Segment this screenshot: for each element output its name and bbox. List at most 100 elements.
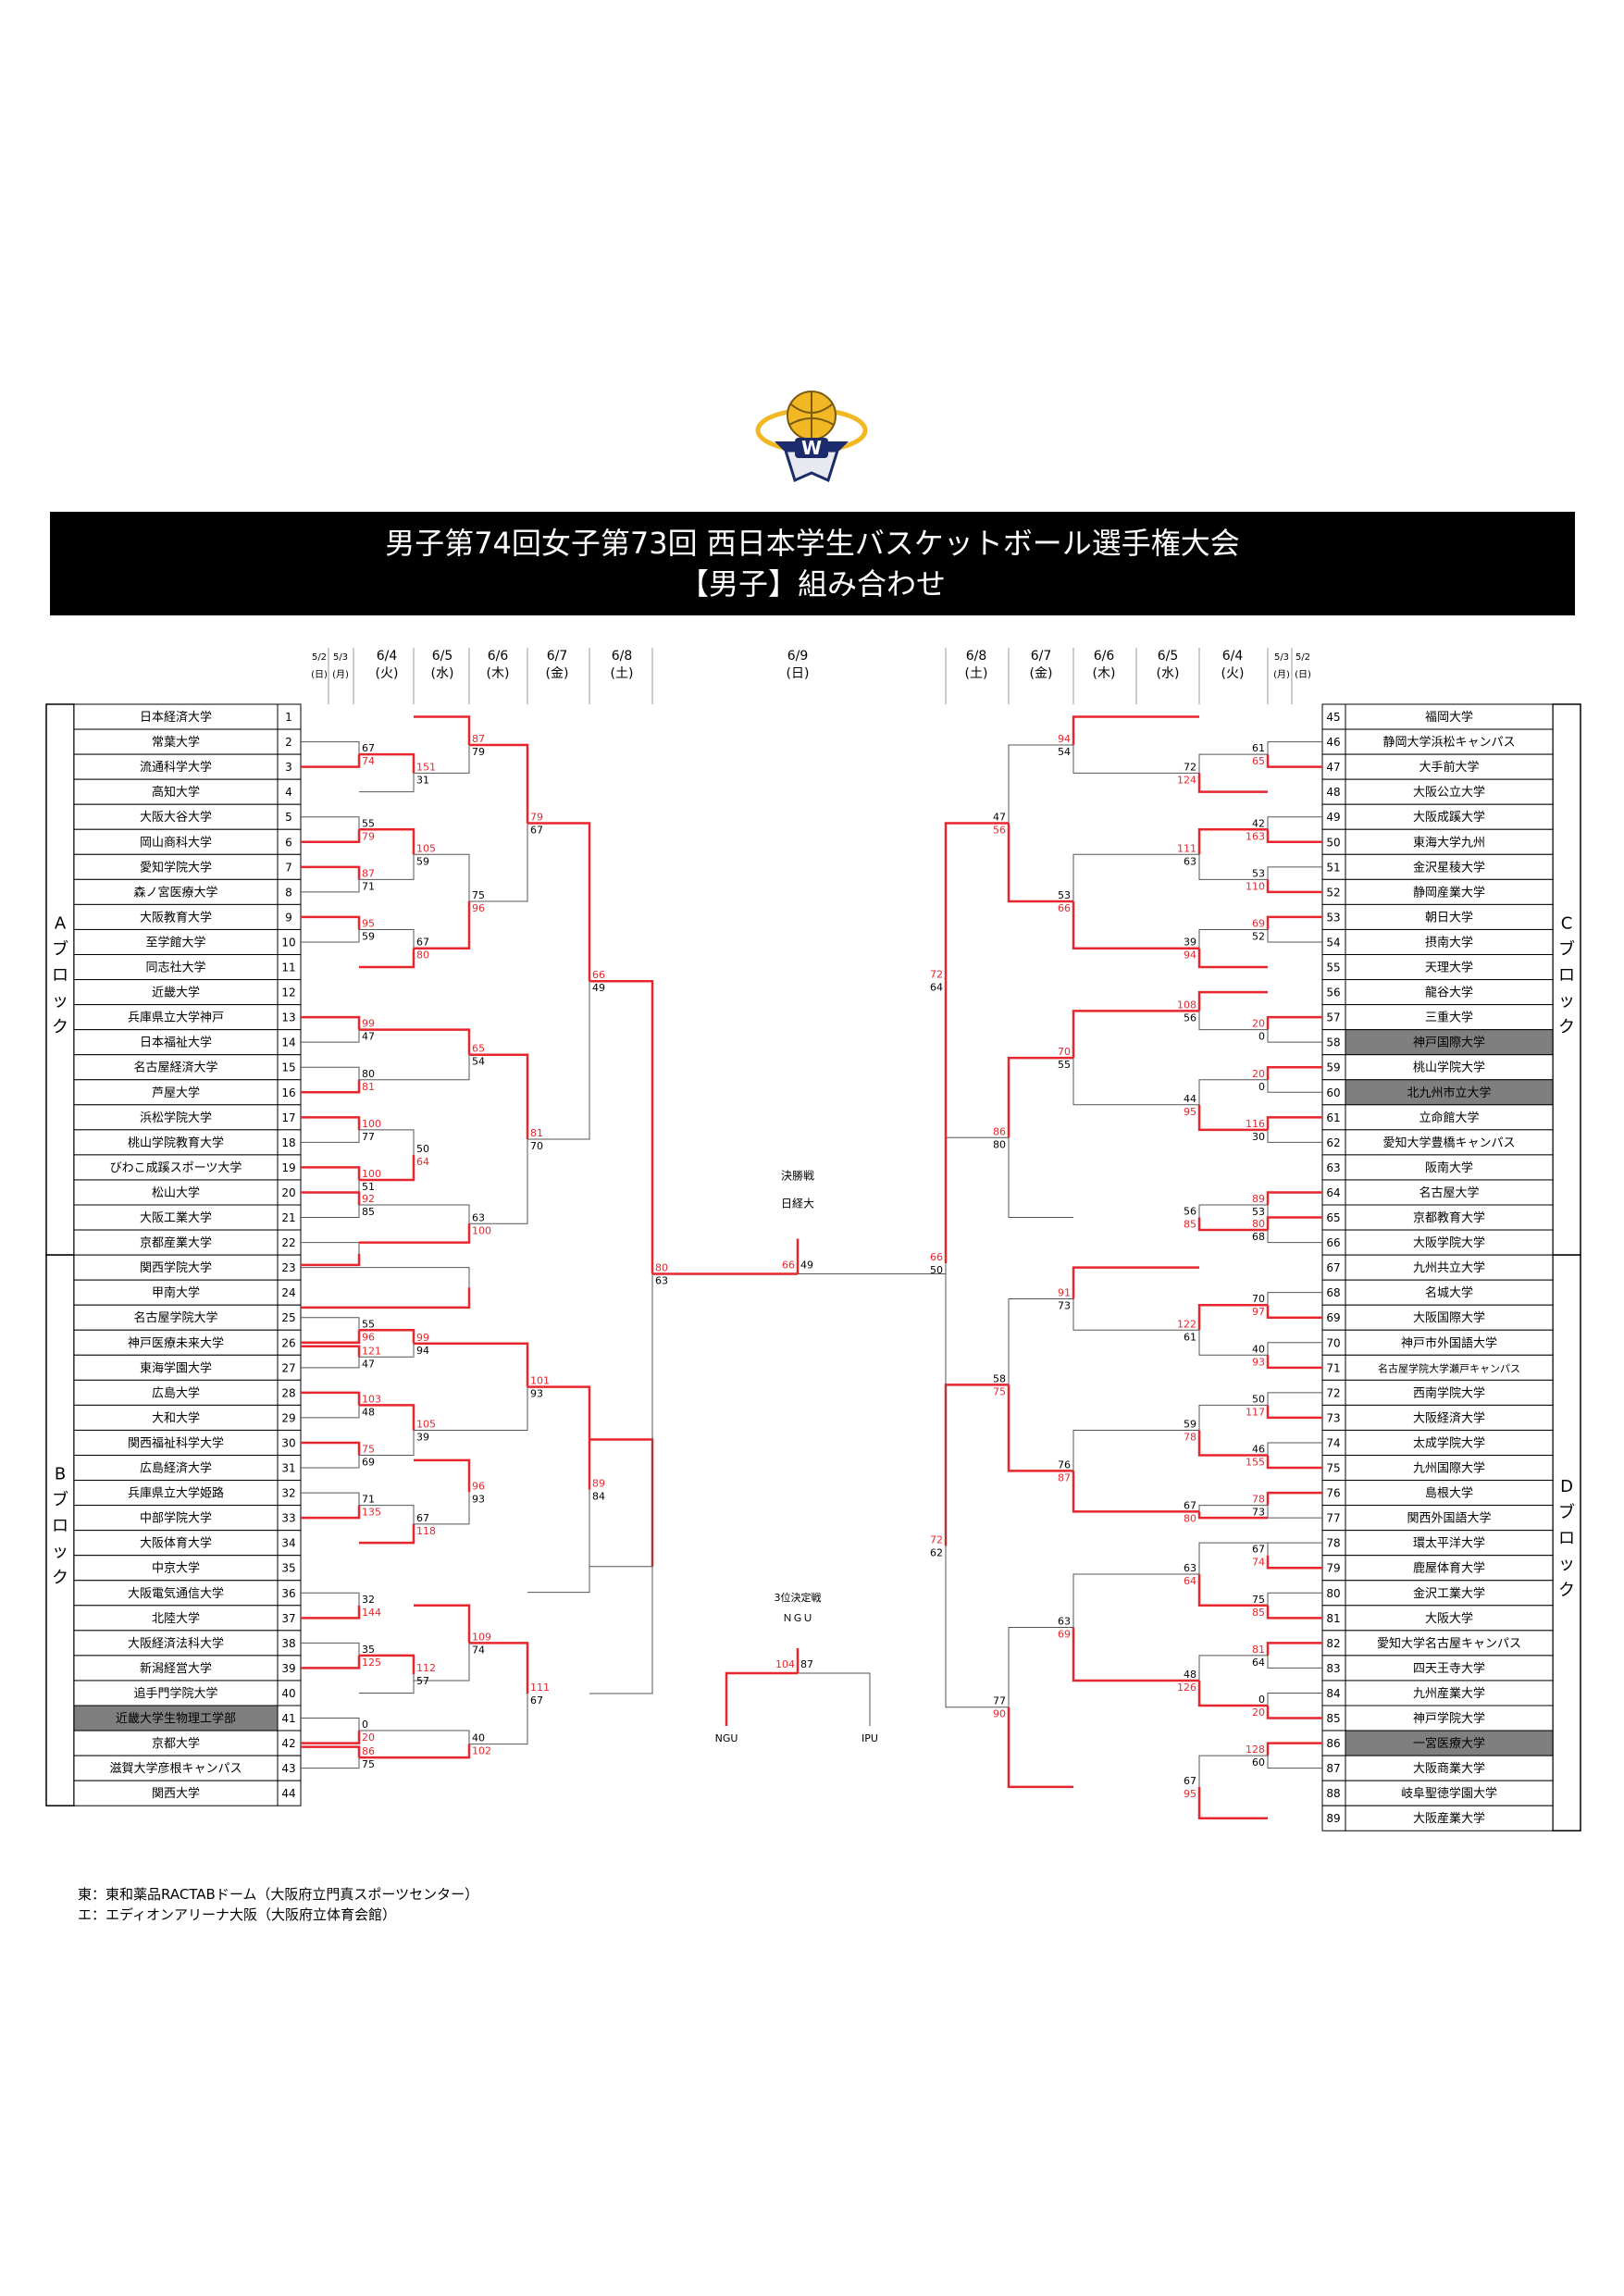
- match-score: 68: [1252, 1231, 1265, 1243]
- date-header-day: (金): [546, 666, 569, 681]
- match-line: [1008, 1137, 1073, 1219]
- team-name: 中京大学: [152, 1561, 200, 1576]
- match-score: 62: [930, 1547, 943, 1559]
- match-score: 67: [362, 742, 375, 754]
- team-number: 4: [285, 786, 292, 799]
- team-name: 近畿大学: [152, 986, 200, 1000]
- date-header-day: (土): [965, 666, 988, 681]
- match-line: [301, 1492, 360, 1506]
- team-name-cell: [1345, 1379, 1554, 1406]
- team-name: 兵庫県立大学神戸: [128, 1011, 224, 1025]
- match-line: [301, 816, 360, 830]
- match-score: 69: [362, 1457, 375, 1469]
- match-line: [1197, 1680, 1268, 1707]
- match-line: [301, 1718, 360, 1731]
- match-score: 67: [530, 1694, 543, 1706]
- match-score: 121: [362, 1345, 381, 1357]
- match-line: [301, 1642, 360, 1656]
- team-number: 35: [281, 1562, 295, 1575]
- match-score: 50: [930, 1264, 943, 1276]
- team-name: 兵庫県立大学姫路: [128, 1486, 224, 1501]
- match-line: [1267, 1230, 1322, 1244]
- block-b-char: ロ: [52, 1517, 68, 1536]
- match-score: 109: [472, 1631, 491, 1643]
- match-line: [359, 1054, 470, 1081]
- match-line: [359, 1523, 415, 1545]
- team-number: 40: [281, 1687, 295, 1700]
- date-header: 6/6: [1094, 649, 1115, 664]
- team-name: 大和大学: [152, 1410, 200, 1425]
- team-name: 近畿大学生物理工学部: [116, 1711, 236, 1726]
- team-name-cell: [73, 1079, 279, 1106]
- team-name-cell: [1345, 1029, 1554, 1056]
- match-score: 64: [930, 981, 943, 993]
- match-line: [1072, 1266, 1199, 1299]
- team-name: 東海大学九州: [1413, 835, 1485, 850]
- team-name-cell: [1345, 1480, 1554, 1507]
- team-name: 四天王寺大学: [1413, 1661, 1485, 1676]
- team-name-cell: [1345, 1755, 1554, 1781]
- third-place-score: 87: [800, 1658, 813, 1670]
- match-score: 77: [993, 1695, 1006, 1707]
- match-score: 94: [1058, 733, 1071, 745]
- team-number: 14: [281, 1036, 295, 1049]
- team-name: 愛知大学名古屋キャンパス: [1377, 1636, 1521, 1651]
- match-score: 111: [1177, 842, 1196, 854]
- match-line: [1266, 1706, 1322, 1719]
- date-header-day: (土): [611, 666, 634, 681]
- team-number: 85: [1326, 1712, 1340, 1725]
- match-score: 59: [362, 930, 375, 942]
- team-number-cell: [1321, 1279, 1346, 1306]
- team-name: 新潟経営大学: [140, 1661, 212, 1676]
- team-number: 43: [281, 1762, 295, 1775]
- team-name: 京都産業大学: [140, 1235, 212, 1250]
- team-number-cell: [1321, 1204, 1346, 1231]
- team-name-cell: [73, 1755, 279, 1781]
- block-c-char: ブ: [1558, 939, 1575, 960]
- match-line: [1266, 754, 1322, 768]
- team-name: 大阪大谷大学: [140, 810, 212, 825]
- match-score: 39: [416, 1431, 429, 1443]
- match-score: 56: [993, 824, 1006, 836]
- match-line: [1198, 928, 1268, 949]
- team-number: 8: [285, 886, 292, 899]
- match-line: [1197, 1573, 1268, 1607]
- team-name-cell: [1345, 1104, 1554, 1131]
- team-name: びわこ成蹊スポーツ大学: [110, 1160, 242, 1175]
- team-name: 愛知大学豊橋キャンパス: [1382, 1136, 1515, 1150]
- team-name-cell: [73, 778, 279, 805]
- team-name-cell: [1345, 1329, 1554, 1356]
- match-line: [1267, 1392, 1322, 1406]
- team-name: 九州共立大学: [1413, 1260, 1485, 1275]
- match-score: 112: [416, 1662, 436, 1674]
- team-name: 大阪産業大学: [1413, 1811, 1485, 1826]
- match-score: 48: [1184, 1669, 1196, 1681]
- team-number: 56: [1326, 987, 1340, 999]
- team-name-cell: [73, 1404, 279, 1431]
- team-name: 北九州市立大学: [1407, 1086, 1491, 1100]
- match-score: 122: [1177, 1318, 1196, 1330]
- match-line: [1197, 773, 1268, 793]
- team-name: 大阪学院大学: [1413, 1235, 1485, 1250]
- match-line: [1267, 1655, 1322, 1669]
- team-number-cell: [1321, 1530, 1346, 1557]
- date-header-day: (日): [1295, 670, 1311, 680]
- block-a-char: A: [55, 914, 67, 934]
- team-number: 10: [281, 936, 295, 949]
- match-score: 87: [362, 867, 375, 879]
- match-score: 67: [1252, 1544, 1265, 1556]
- match-line: [1266, 1191, 1322, 1205]
- team-number: 3: [285, 761, 292, 774]
- match-line: [945, 980, 1009, 1138]
- match-line: [359, 1028, 471, 1055]
- team-name: 大阪電気通信大学: [128, 1586, 224, 1601]
- team-number: 17: [281, 1111, 295, 1124]
- match-score: 102: [472, 1745, 491, 1757]
- match-score: 0: [1258, 1031, 1265, 1043]
- team-number-cell: [277, 1705, 302, 1731]
- team-name-cell: [1345, 1455, 1554, 1482]
- match-score: 80: [416, 949, 429, 962]
- date-header-day: (水): [1157, 666, 1180, 681]
- match-score: 52: [1252, 930, 1265, 942]
- third-place-team: IPU: [862, 1732, 878, 1744]
